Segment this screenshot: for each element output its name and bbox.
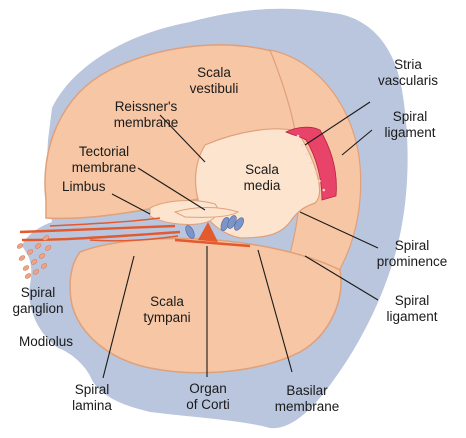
pillar-cells: [198, 222, 218, 242]
label-spiral-ganglion-line-2: ganglion: [12, 301, 63, 316]
ganglion-cell: [42, 235, 50, 241]
ganglion-cell: [26, 249, 34, 255]
leader-spiral-lamina: [102, 255, 135, 379]
label-scala-vestibuli-line-2: vestibuli: [190, 81, 239, 96]
label-scala-vestibuli-line-1: Scala: [197, 65, 231, 80]
ganglion-cell: [34, 243, 42, 249]
leader-spiral-ligament-top: [341, 129, 373, 156]
hair-cell: [185, 225, 195, 239]
label-scala-media-line-1: Scala: [245, 162, 279, 177]
label-basilar-membrane-line-2: membrane: [275, 399, 340, 414]
leader-spiral-ligament-bottom: [304, 255, 379, 301]
label-tectorial-membrane-line-1: Tectorial: [79, 144, 129, 159]
basilar-membrane-structure: [174, 238, 251, 248]
labels: ScalavestibuliReissner'smembraneTectoria…: [12, 57, 447, 414]
stria-cell: [322, 188, 326, 192]
label-scala-tympani-line-2: tympani: [143, 310, 190, 325]
scala-tympani-region: [69, 237, 342, 374]
ganglion-cell: [32, 269, 40, 275]
ganglion-cell: [16, 243, 24, 249]
label-scala-media-line-2: media: [244, 178, 281, 193]
label-spiral-prominence-line-2: prominence: [377, 254, 448, 269]
ganglion-cell: [22, 265, 30, 271]
ganglion-cell: [38, 253, 46, 259]
stria-cell: [305, 152, 308, 156]
ganglion-cell: [18, 255, 26, 261]
stria-cell: [309, 161, 313, 165]
leader-limbus: [111, 193, 151, 215]
lamina-fiber: [21, 230, 181, 242]
stria-cell: [318, 179, 321, 183]
leader-stria: [304, 101, 371, 146]
leader-tectorial: [137, 167, 206, 211]
label-scala-tympani-line-1: Scala: [150, 294, 184, 309]
stria-cell: [301, 143, 304, 147]
ganglion-cell: [44, 245, 52, 251]
label-tectorial-membrane-line-2: membrane: [72, 160, 137, 175]
label-spiral-ligament-top-line-1: Spiral: [393, 109, 428, 124]
label-spiral-ligament-top-line-2: ligament: [384, 125, 435, 140]
leader-reissners: [159, 114, 206, 163]
leader-basilar: [257, 249, 293, 373]
leader-spiral-prominence: [299, 211, 379, 249]
label-spiral-lamina-line-1: Spiral: [75, 382, 110, 397]
lamina-fiber: [19, 224, 176, 234]
lamina-fiber: [49, 217, 161, 227]
hair-cell: [234, 217, 244, 231]
label-limbus-line-1: Limbus: [62, 179, 106, 194]
label-reissners-membrane-line-2: membrane: [114, 115, 179, 130]
stria-cell: [296, 134, 300, 138]
leader-lines: [102, 101, 379, 379]
stria-cell: [313, 170, 317, 174]
label-stria-vascularis-line-1: Stria: [394, 57, 422, 72]
label-spiral-ligament-bottom-line-1: Spiral: [395, 293, 430, 308]
label-modiolus-line-1: Modiolus: [19, 334, 73, 349]
label-spiral-prominence-line-1: Spiral: [395, 238, 430, 253]
label-organ-of-corti-line-2: of Corti: [186, 397, 230, 412]
ganglion-cell: [40, 263, 48, 269]
label-spiral-ganglion-line-1: Spiral: [21, 285, 56, 300]
organ-of-corti-structure: [174, 215, 251, 248]
ganglion-cell: [30, 259, 38, 265]
spiral-lamina-fibers: [19, 217, 181, 242]
label-reissners-membrane-line-1: Reissner's: [115, 99, 178, 114]
label-spiral-ligament-bottom-line-2: ligament: [386, 309, 437, 324]
stria-vascularis-structure: [285, 126, 337, 201]
label-organ-of-corti-line-1: Organ: [189, 381, 227, 396]
label-basilar-membrane-line-1: Basilar: [286, 383, 328, 398]
ganglion-cell: [24, 273, 32, 279]
tectorial-membrane-structure: [173, 207, 240, 218]
lamina-fiber: [89, 235, 179, 242]
label-spiral-lamina-line-2: lamina: [72, 398, 112, 413]
spiral-ganglion-cells: [16, 235, 52, 279]
label-stria-vascularis-line-2: vascularis: [378, 73, 438, 88]
